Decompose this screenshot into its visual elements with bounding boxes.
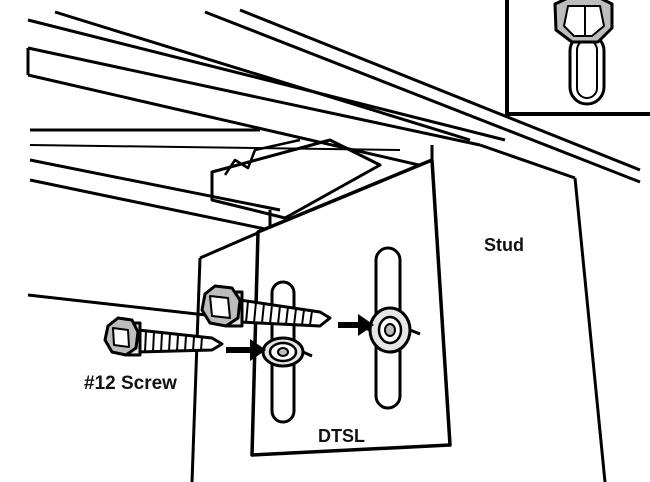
hex-screw-icon: [103, 316, 224, 357]
arrow-right-icon: [338, 314, 374, 336]
inset-detail: [505, 0, 650, 116]
ceiling-track: [26, 8, 641, 232]
washer-icon: [359, 306, 421, 354]
hex-screw-icon: [553, 0, 614, 44]
hex-screw-icon: [200, 284, 332, 328]
inset-slot: [568, 32, 606, 106]
wall-panel: [27, 230, 261, 482]
dtsl-label: DTSL: [318, 426, 365, 446]
arrow-right-icon: [226, 339, 266, 361]
washer-icon: [254, 336, 313, 368]
screw-label: #12 Screw: [84, 373, 177, 394]
stud-label: Stud: [484, 235, 524, 255]
right-slot: [359, 246, 421, 410]
stud: [430, 161, 607, 482]
